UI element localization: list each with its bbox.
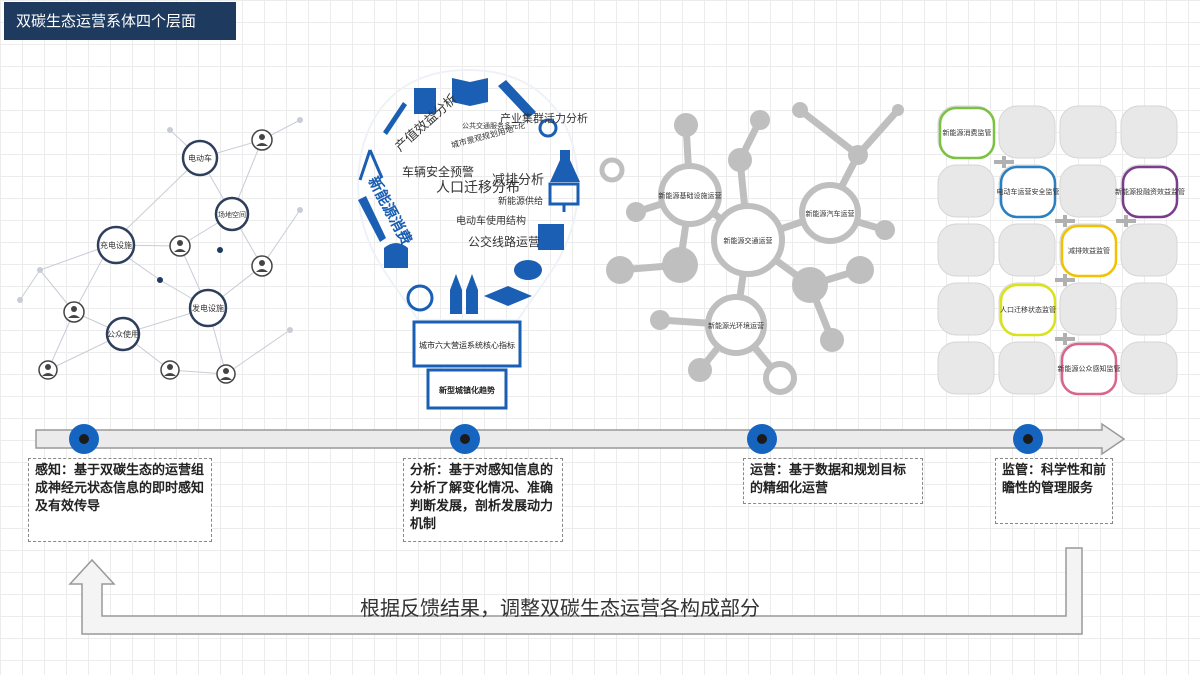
word-population: 人口迁移分布 (436, 180, 520, 196)
network-node-space (214, 196, 250, 232)
matrix-cell-migration-label: 人口迁移状态监管 (1000, 305, 1056, 314)
network-labeled-nodes: 电动车 场地空间 充电设施 发电设施 公众使用 (96, 139, 250, 352)
stage-supervision-text: 监管：科学性和前瞻性的管理服务 (995, 458, 1113, 524)
bulb-neck (426, 368, 508, 410)
matrix-cell-emission (1060, 224, 1118, 278)
matrix-cell-ev-safety (999, 165, 1057, 219)
bulb-base (412, 320, 522, 368)
network-node-power-label: 发电设施 (192, 303, 224, 313)
perception-network (19, 119, 301, 375)
graduation-cap-icon (484, 286, 532, 306)
compass-icon (358, 149, 384, 181)
magnifier-icon (538, 118, 558, 138)
word-public-transport: 公共交通服务多元化 (462, 121, 525, 130)
word-ev-structure: 电动车使用结构 (456, 214, 526, 227)
flask-icon (550, 150, 580, 182)
word-bus-route: 公交线路运营 (468, 234, 540, 249)
network-node-charging (96, 225, 136, 265)
network-node-public-label: 公众使用 (107, 329, 139, 339)
molecule-node-infra-label: 新能源基础设施运营 (659, 191, 722, 200)
word-emission: 减排分析 (492, 173, 544, 188)
matrix-cell-consumption (938, 106, 996, 160)
test-tube-icon (498, 80, 536, 118)
molecule-node-vehicle (799, 182, 861, 244)
bulb-base-label: 城市六大营运系统核心指标 (419, 340, 515, 350)
molecule-node-light-label: 新能源光环境运营 (708, 321, 764, 330)
network-node-power (188, 288, 228, 328)
network-node-ev (181, 139, 219, 177)
calculator-icon (538, 224, 564, 250)
timeline-markers (69, 424, 1043, 454)
monitor-icon (548, 182, 580, 206)
stage-perception-text: 感知：基于双碳生态的运营组成神经元状态信息的即时感知及有效传导 (28, 458, 212, 542)
matrix-cell-investment (1121, 165, 1179, 219)
word-vehicle-warning: 车辆安全预警 (402, 164, 474, 179)
analysis-bulb: 产值效益分析 新能源消费 公共交通服务多元化 城市景观规划用地 产业集群活力分析… (357, 68, 588, 410)
pencil-icon (358, 196, 386, 242)
globe-icon (406, 284, 434, 312)
ruler-icon (383, 102, 407, 135)
molecule-labeled-nodes: 新能源基础设施运营 新能源汽车运营 新能源交通运营 新能源光环境运营 (658, 163, 861, 356)
matrix-cell-migration (999, 283, 1057, 337)
stage-analysis-text: 分析：基于对感知信息的分析了解变化情况、准确判断发展，剖析发展动力机制 (403, 458, 563, 542)
page-title: 双碳生态运营系体四个层面 (4, 2, 236, 40)
notebook-icon (414, 88, 436, 114)
molecule-node-transport (711, 203, 785, 277)
network-person-icons (38, 129, 273, 384)
matrix-plus-icons (994, 156, 1136, 345)
bulb-trend-label: 新型城镇化趋势 (439, 385, 495, 395)
palette-icon (514, 260, 542, 280)
book-icon (452, 78, 488, 106)
word-industry-cluster: 产业集群活力分析 (500, 111, 588, 125)
network-dots (17, 117, 303, 333)
timeline-arrow (35, 422, 1126, 456)
matrix-cell-emission-label: 减排效益监管 (1068, 246, 1110, 255)
molecule-node-light (705, 294, 767, 356)
network-node-ev-label: 电动车 (188, 153, 212, 163)
matrix-highlight-cells: 新能源消费监管 电动车运营安全监管 新能源投融资效益监管 减排效益监管 人口迁移… (938, 106, 1185, 396)
stage-operation-text: 运营：基于数据和规划目标的精细化运营 (743, 458, 923, 504)
molecule-node-infra (658, 163, 722, 227)
matrix-cell-investment-label: 新能源投融资效益监管 (1115, 187, 1185, 196)
molecule-node-transport-label: 新能源交通运营 (724, 236, 773, 245)
network-node-charging-label: 充电设施 (100, 240, 132, 250)
word-ne-supply: 新能源供给 (498, 195, 543, 207)
matrix-cell-public (1060, 342, 1118, 396)
bell-icon (384, 243, 408, 268)
matrix-cell-consumption-label: 新能源消费监管 (943, 128, 992, 137)
matrix-cell-public-label: 新能源公众感知监管 (1058, 364, 1121, 373)
network-node-public (105, 316, 141, 352)
network-node-space-label: 场地空间 (218, 210, 246, 219)
pens-icon (450, 274, 478, 314)
molecule-node-vehicle-label: 新能源汽车运营 (806, 209, 855, 218)
matrix-cell-ev-safety-label: 电动车运营安全监管 (997, 187, 1060, 196)
feedback-caption: 根据反馈结果，调整双碳生态运营各构成部分 (360, 596, 760, 620)
molecule-small-nodes (599, 102, 904, 395)
feedback-loop-arrow (68, 547, 1083, 635)
